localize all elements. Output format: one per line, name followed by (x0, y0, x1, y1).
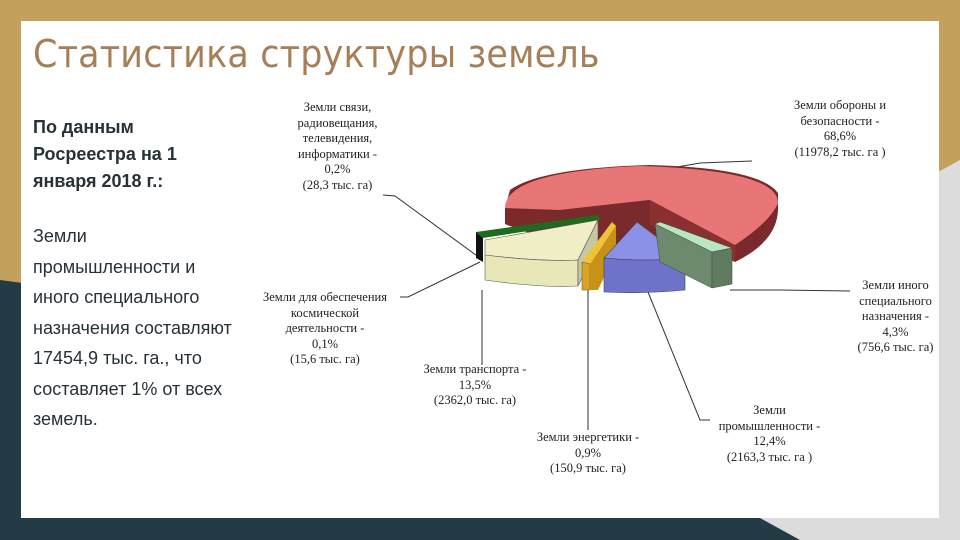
pie-chart: Земли обороны и безопасности - 68,6% (11… (240, 90, 940, 490)
slide-title: Статистика структуры земель (33, 32, 600, 76)
pie-chart-graphic (382, 160, 851, 430)
leader-communications (382, 194, 481, 259)
label-industry: Земли промышленности - 12,4% (2163,3 тыс… (718, 403, 821, 464)
slide-card (21, 21, 939, 518)
source-note: По данным Росреестра на 1 января 2018 г.… (33, 117, 177, 191)
leader-space (400, 261, 481, 298)
label-space: Земли для обеспечения космической деятел… (263, 290, 387, 366)
leader-industry (647, 291, 710, 421)
slice-energy (581, 222, 616, 291)
slice-communications (476, 215, 600, 262)
label-transport: Земли транспорта - 13,5% (2362,0 тыс. га… (423, 362, 527, 407)
label-other: Земли иного специального назначения - 4,… (857, 278, 934, 354)
summary-text: Земли промышленности и иного специальног… (33, 226, 232, 429)
label-communications: Земли связи, радиовещания, телевидения, … (297, 100, 378, 192)
slice-other (654, 221, 733, 289)
label-defense: Земли обороны и безопасности - 68,6% (11… (793, 98, 887, 159)
label-energy: Земли энергетики - 0,9% (150,9 тыс. га) (536, 430, 640, 475)
slice-transport (484, 219, 599, 287)
leader-other (730, 289, 851, 292)
